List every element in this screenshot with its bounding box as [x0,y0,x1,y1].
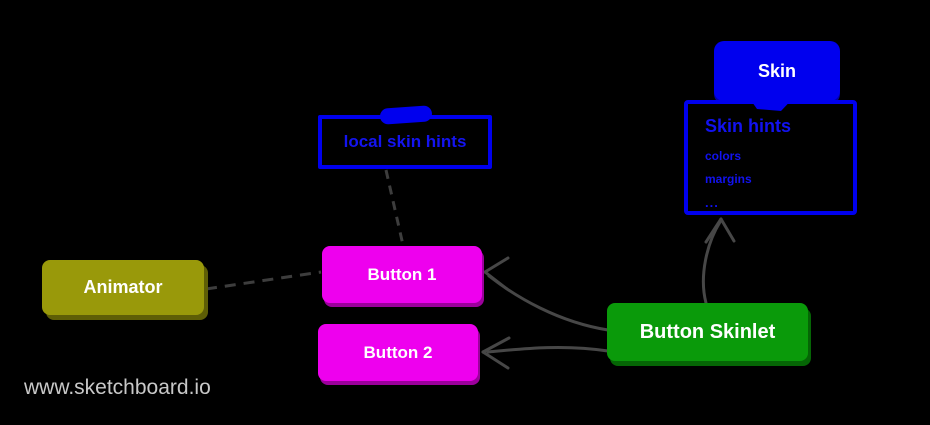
node-skin-label: Skin [757,60,796,81]
node-animator[interactable]: Animator [42,260,204,315]
edge-button-skinlet-to-button1[interactable] [483,256,610,332]
node-button-1-label: Button 1 [367,264,437,284]
node-skin[interactable]: Skin [714,41,840,101]
node-skin-hints[interactable]: Skin hints colors margins ... [684,100,857,215]
edge-animator-to-button1[interactable] [205,270,322,291]
edge-button-skinlet-to-skin-hints[interactable] [701,217,736,305]
node-local-skin-hints-label: local skin hints [343,132,467,151]
sketchboard-watermark: www.sketchboard.io [24,376,211,399]
node-button-2[interactable]: Button 2 [318,324,478,381]
node-button-1[interactable]: Button 1 [322,246,482,303]
node-button-2-label: Button 2 [363,342,433,362]
skin-hints-title: Skin hints [705,116,792,136]
skin-hints-item-colors: colors [705,149,742,163]
node-local-skin-hints[interactable]: local skin hints [318,105,492,169]
node-button-skinlet[interactable]: Button Skinlet [607,303,808,361]
component-blob-icon [379,105,433,125]
node-animator-label: Animator [83,277,163,297]
node-button-skinlet-label: Button Skinlet [639,320,776,343]
edge-button-skinlet-to-button2[interactable] [481,336,610,370]
skin-hints-item-ellipsis: ... [705,195,719,210]
skin-hints-item-margins: margins [705,172,752,186]
edge-local-skin-hints-to-button1[interactable] [384,169,405,246]
